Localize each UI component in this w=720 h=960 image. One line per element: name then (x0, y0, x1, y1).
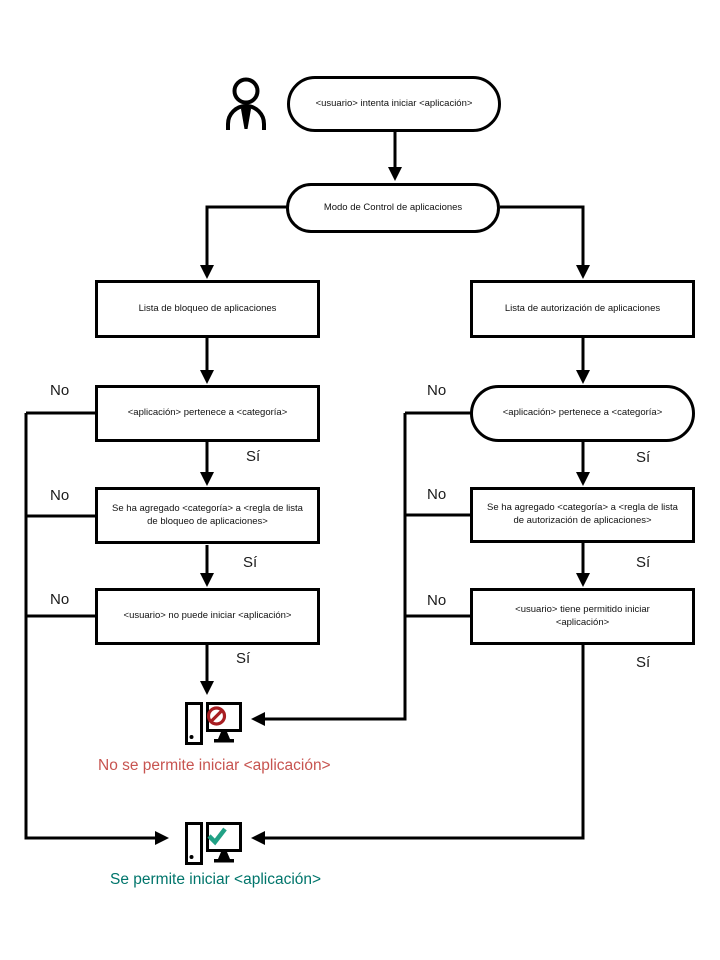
node-control-mode: Modo de Control de aplicaciones (286, 183, 500, 233)
person-icon (226, 77, 266, 130)
node-allowlist-title-label: Lista de autorización de aplicaciones (504, 302, 661, 314)
arrow-mode-to-denylist (205, 205, 287, 268)
branch-label-yes: Sí (636, 449, 651, 466)
node-denylist-category-check: <aplicación> pertenece a <categoría> (95, 385, 320, 442)
branch-label-yes: Sí (246, 448, 261, 465)
branch-label-no: No (427, 486, 447, 503)
branch-label-yes: Sí (636, 654, 651, 671)
node-denylist-result: <usuario> no puede iniciar <aplicación> (95, 588, 320, 645)
branch-label-no: No (50, 591, 70, 608)
branch-label-yes: Sí (236, 650, 251, 667)
node-allowlist-rule-check: Se ha agregado <categoría> a <regla de l… (470, 487, 695, 543)
arrow-mode-to-allowlist (500, 205, 585, 268)
node-allowlist-result-label: <usuario> tiene permitido iniciar <aplic… (515, 603, 650, 628)
outcome-allowed-text: Se permite iniciar <aplicación> (110, 871, 322, 888)
node-allowlist-title: Lista de autorización de aplicaciones (470, 280, 695, 338)
outcome-blocked-text: No se permite iniciar <aplicación> (98, 757, 331, 774)
node-denylist-rule-check: Se ha agregado <categoría> a <regla de l… (95, 487, 320, 544)
node-denylist-category-label: <aplicación> pertenece a <categoría> (127, 407, 288, 419)
branch-label-no: No (50, 382, 70, 399)
no-rail-left (24, 411, 156, 840)
check-icon (207, 827, 227, 846)
prohibition-sign (206, 706, 227, 726)
allowed-computer-icon (185, 822, 242, 865)
blocked-computer-icon (185, 702, 242, 745)
no-rail-right (264, 411, 473, 721)
branch-label-no: No (50, 487, 70, 504)
node-start: <usuario> intenta iniciar <aplicación> (287, 76, 501, 132)
branch-label-no: No (427, 592, 447, 609)
node-allowlist-category-label: <aplicación> pertenece a <categoría> (502, 407, 663, 419)
node-denylist-result-label: <usuario> no puede iniciar <aplicación> (123, 610, 292, 622)
node-allowlist-category-check: <aplicación> pertenece a <categoría> (470, 385, 695, 442)
node-start-label: <usuario> intenta iniciar <aplicación> (315, 97, 473, 109)
node-allowlist-rule-label: Se ha agregado <categoría> a <regla de l… (487, 502, 678, 526)
yes-rail-right (264, 645, 585, 840)
branch-label-yes: Sí (636, 554, 651, 571)
branch-label-yes: Sí (243, 554, 258, 571)
node-control-mode-label: Modo de Control de aplicaciones (323, 201, 463, 213)
node-allowlist-result: <usuario> tiene permitido iniciar <aplic… (470, 588, 695, 645)
arrowheads (155, 167, 590, 845)
connectors (24, 132, 585, 840)
node-denylist-title-label: Lista de bloqueo de aplicaciones (138, 302, 277, 314)
branch-label-no: No (427, 382, 447, 399)
node-denylist-title: Lista de bloqueo de aplicaciones (95, 280, 320, 338)
node-denylist-rule-label: Se ha agregado <categoría> a <regla de l… (112, 502, 303, 527)
